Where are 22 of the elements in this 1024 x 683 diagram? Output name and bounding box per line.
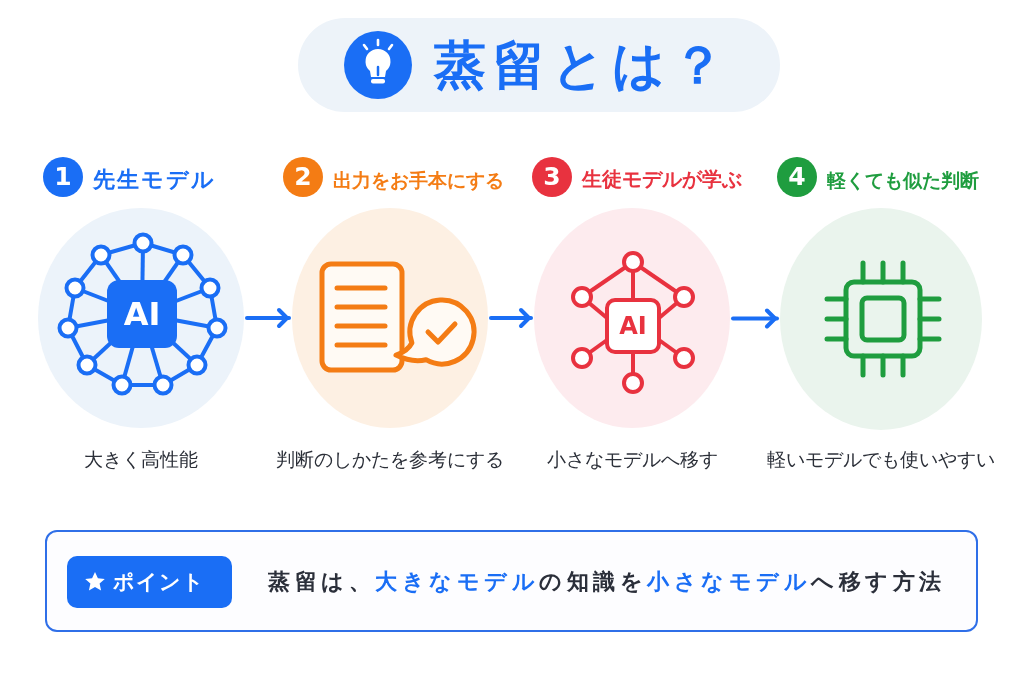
step-heading: 出力をお手本にする <box>333 168 504 193</box>
icon-label: AI <box>122 294 162 335</box>
point-badge <box>67 556 232 608</box>
step-caption: 軽いモデルでも使いやすい <box>767 447 995 472</box>
point-sentence: 蒸留は、大きなモデルの知識を小さなモデルへ移す方法 <box>268 568 946 596</box>
step-caption: 小さなモデルへ移す <box>546 447 718 472</box>
arrow <box>489 308 533 328</box>
arrow <box>245 308 291 328</box>
step-heading: 軽くても似た判断 <box>827 168 979 193</box>
step-number: 3 <box>532 157 572 197</box>
arrow <box>731 308 779 329</box>
step-number: 1 <box>43 157 83 197</box>
step-heading: 生徒モデルが学ぶ <box>582 167 742 193</box>
step-heading: 先生モデル <box>93 166 216 194</box>
step-caption: 判断のしかたを参考にする <box>276 447 504 472</box>
step-number: 2 <box>283 157 323 197</box>
step-number: 4 <box>777 157 817 197</box>
badge-label: ポイント <box>113 569 205 596</box>
point-panel <box>45 530 978 632</box>
step-caption: 大きく高性能 <box>84 447 198 472</box>
title-text: 蒸留とは？ <box>434 34 731 96</box>
icon-label: AI <box>618 311 648 342</box>
